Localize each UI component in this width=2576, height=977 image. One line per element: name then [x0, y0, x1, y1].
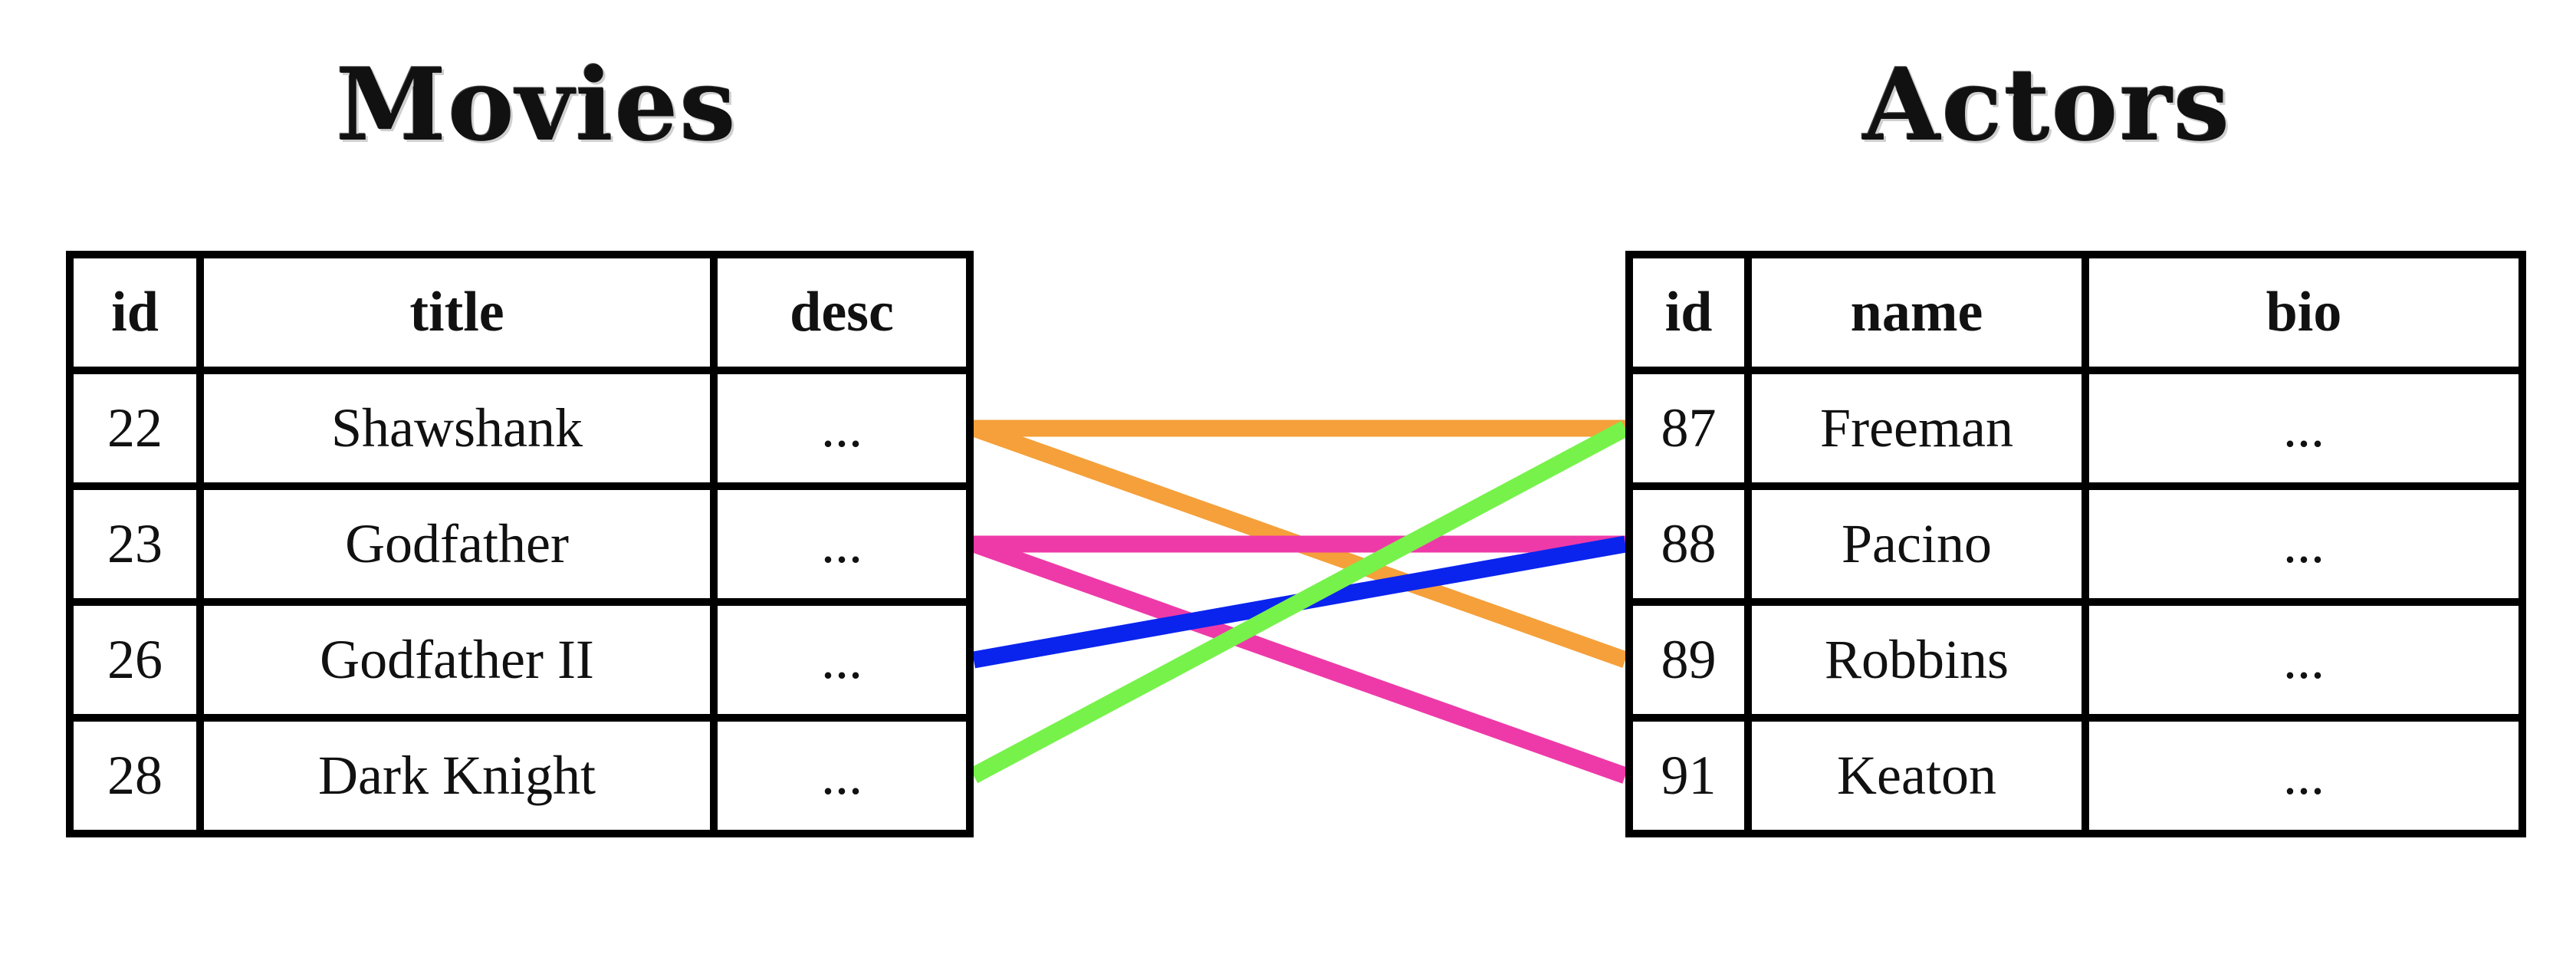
cell-id: 87 [1625, 367, 1752, 490]
cell-bio: ... [2082, 598, 2526, 722]
cell-bio: ... [2082, 367, 2526, 490]
cell-bio: ... [2082, 482, 2526, 606]
column-header-bio: bio [2082, 251, 2526, 374]
cell-id: 23 [66, 482, 204, 606]
cell-id: 28 [66, 714, 204, 837]
cell-desc: ... [710, 367, 974, 490]
movies-table: id title desc 22 Shawshank ... 23 Godfat… [66, 251, 974, 837]
table-row: 91 Keaton ... [1625, 714, 2526, 837]
cell-desc: ... [710, 598, 974, 722]
table-header-row: id title desc [66, 251, 974, 374]
table-row: 89 Robbins ... [1625, 598, 2526, 722]
table-row: 26 Godfather II ... [66, 598, 974, 722]
column-header-id: id [66, 251, 204, 374]
table-row: 22 Shawshank ... [66, 367, 974, 490]
relationship-line-1 [971, 420, 1628, 668]
cell-name: Keaton [1744, 714, 2089, 837]
column-header-title: title [196, 251, 718, 374]
column-header-name: name [1744, 251, 2089, 374]
cell-title: Shawshank [196, 367, 718, 490]
table-row: 28 Dark Knight ... [66, 714, 974, 837]
relationship-line-3 [971, 536, 1628, 784]
cell-title: Dark Knight [196, 714, 718, 837]
cell-name: Robbins [1744, 598, 2089, 722]
cell-id: 26 [66, 598, 204, 722]
cell-name: Pacino [1744, 482, 2089, 606]
column-header-id: id [1625, 251, 1752, 374]
cell-id: 88 [1625, 482, 1752, 606]
cell-id: 22 [66, 367, 204, 490]
cell-bio: ... [2082, 714, 2526, 837]
actors-table: id name bio 87 Freeman ... 88 Pacino ...… [1625, 251, 2526, 837]
table-row: 87 Freeman ... [1625, 367, 2526, 490]
actors-table-title: Actors [1862, 46, 2232, 163]
relationship-line-4 [972, 535, 1627, 669]
table-row: 88 Pacino ... [1625, 482, 2526, 606]
movies-table-title: Movies [336, 46, 738, 163]
table-header-row: id name bio [1625, 251, 2526, 374]
cell-name: Freeman [1744, 367, 2089, 490]
cell-desc: ... [710, 714, 974, 837]
cell-title: Godfather [196, 482, 718, 606]
column-header-desc: desc [710, 251, 974, 374]
table-row: 23 Godfather ... [66, 482, 974, 606]
cell-id: 89 [1625, 598, 1752, 722]
cell-title: Godfather II [196, 598, 718, 722]
relationship-line-5 [969, 420, 1630, 784]
cell-desc: ... [710, 482, 974, 606]
cell-id: 91 [1625, 714, 1752, 837]
